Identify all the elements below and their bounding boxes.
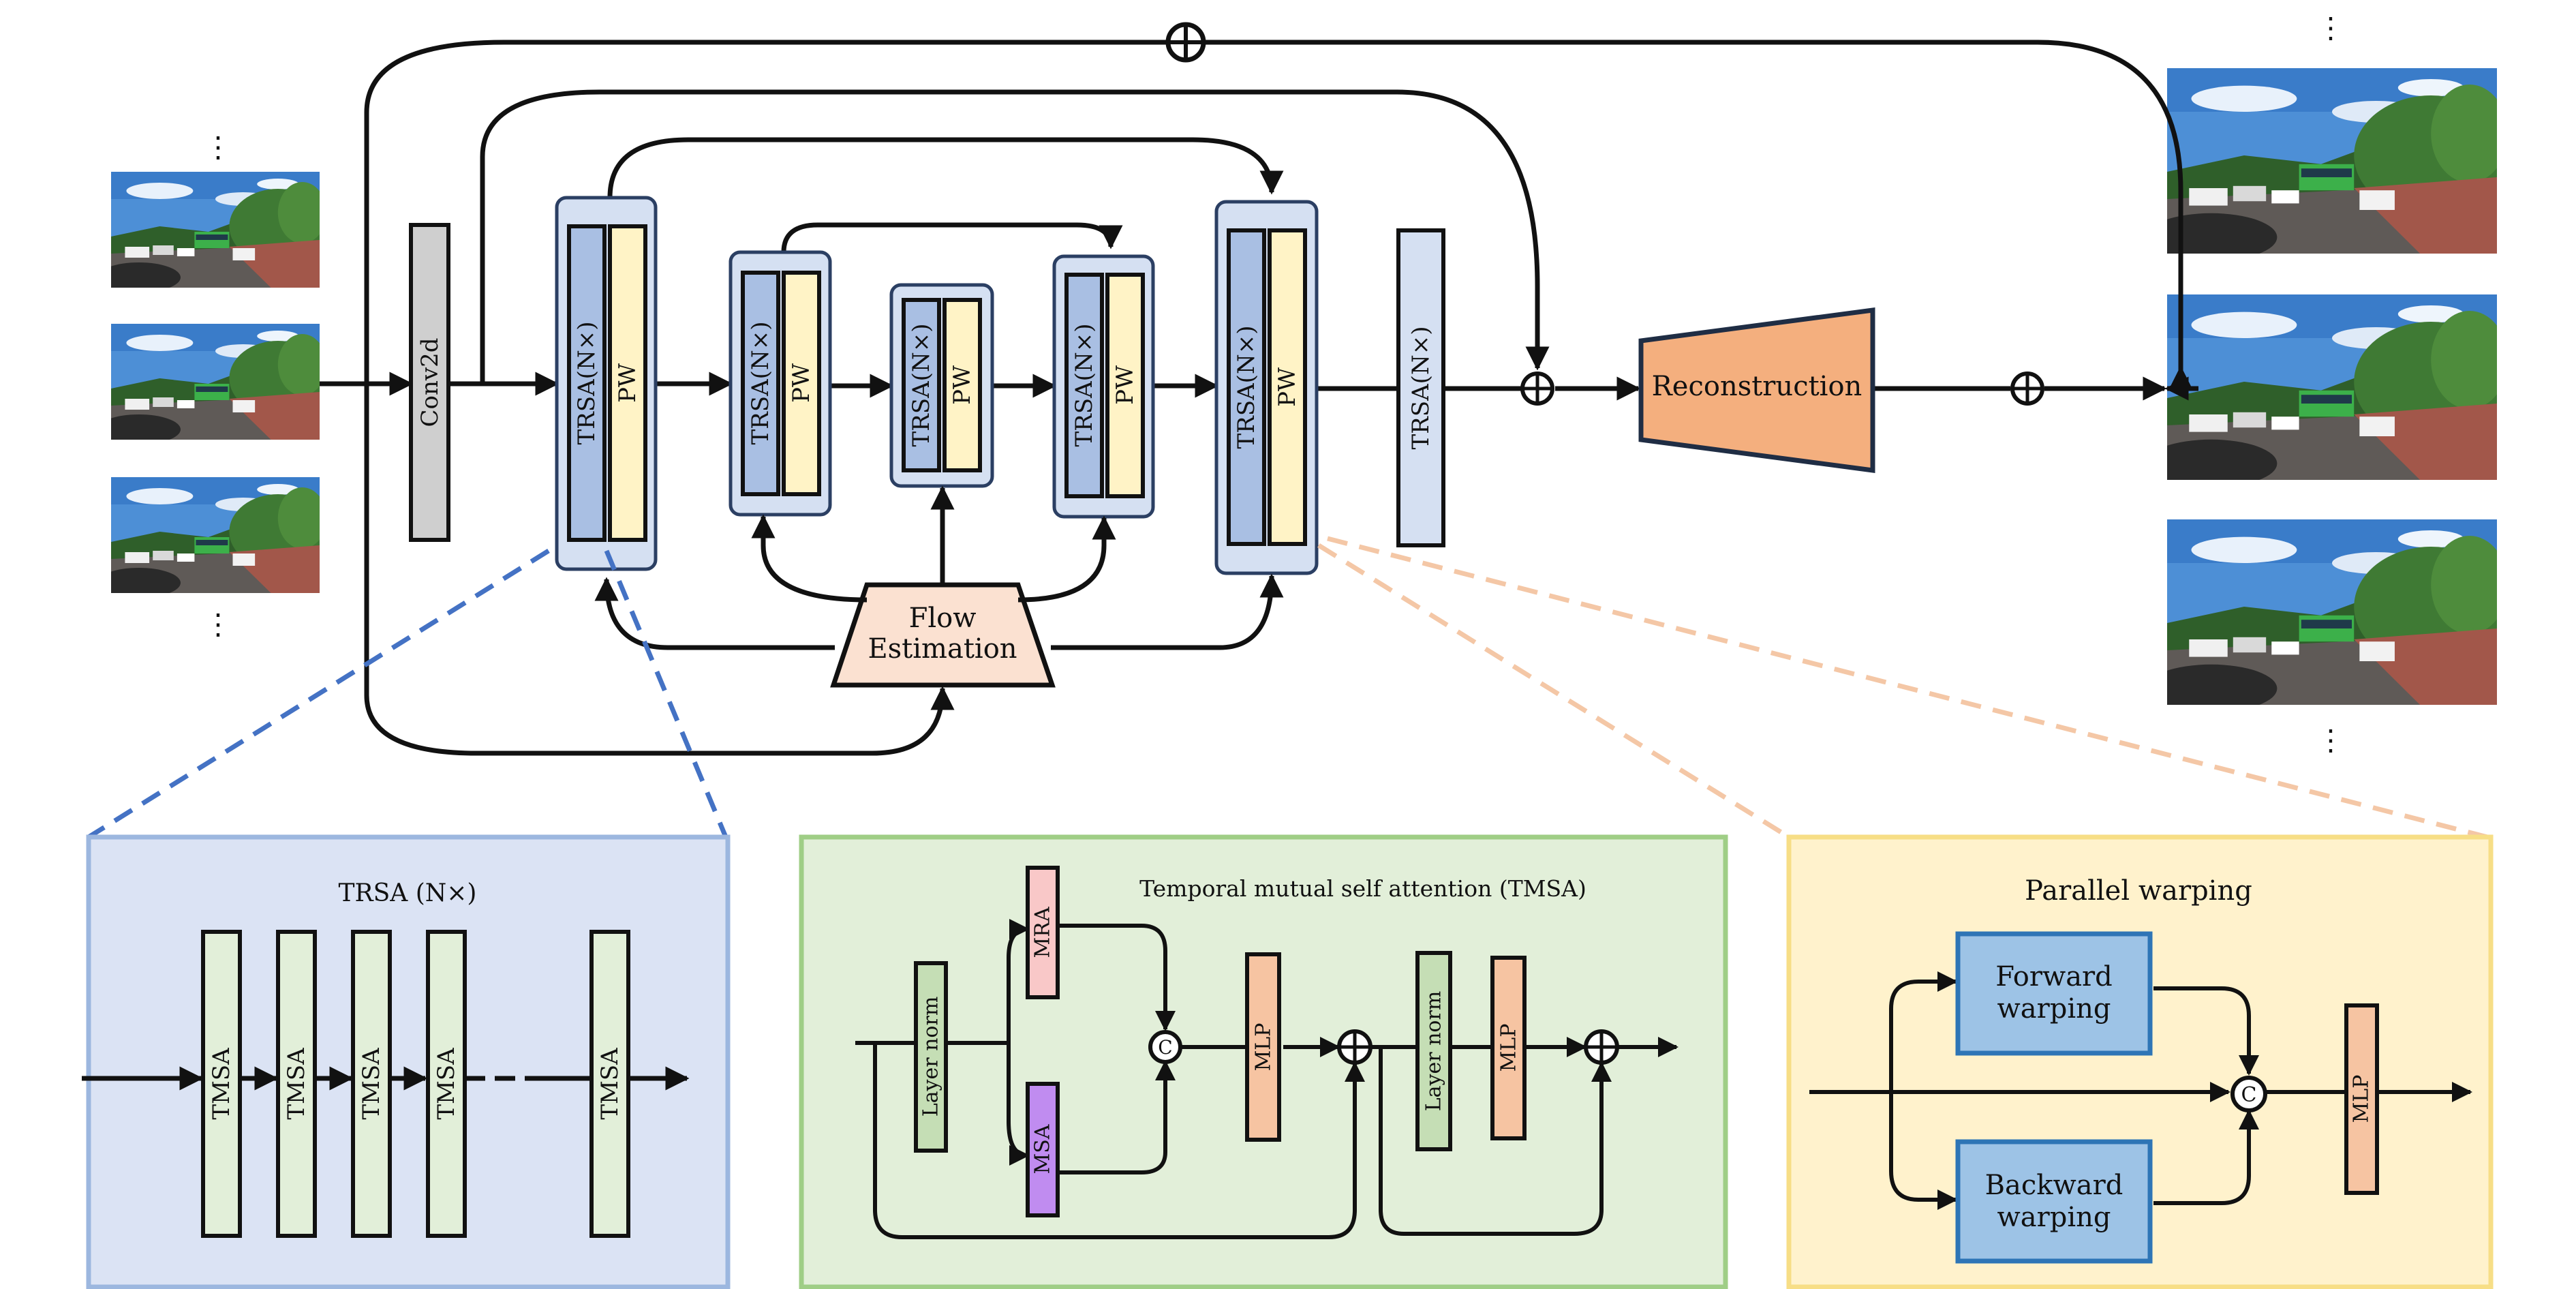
input-ellipsis-top: ⋮: [204, 130, 232, 164]
feature-skip-arc: [480, 89, 1550, 382]
output-frame-1: [2167, 68, 2497, 254]
panel-parallel-warping: Parallel warping Forward warping Backwar…: [1786, 834, 2494, 1289]
pw-label-2: PW: [788, 363, 815, 403]
panel-tmsa: Temporal mutual self attention (TMSA) La…: [799, 834, 1728, 1289]
trsa-label-1: TRSA(N×): [573, 322, 600, 445]
tmsa-block-1: TMSA: [201, 930, 242, 1238]
sum-node-tmsa-1: [1337, 1029, 1373, 1065]
mra-label: MRA: [1031, 907, 1055, 958]
reconstruction-block: Reconstruction: [1638, 307, 1875, 473]
msa-label: MSA: [1031, 1124, 1055, 1174]
conv2d-label: Conv2d: [416, 338, 444, 427]
panel-pw-title: Parallel warping: [2025, 875, 2252, 907]
tmsa-block-2: TMSA: [276, 930, 317, 1238]
output-frame-3: [2167, 519, 2497, 705]
trsa-label-3: TRSA(N×): [908, 324, 935, 447]
output-frame-2: [2167, 294, 2497, 480]
msa-block: MSA: [1026, 1082, 1060, 1217]
trsa-stage-1: TRSA(N×) PW: [555, 196, 658, 571]
main-flow-arrows: [320, 371, 2198, 401]
trsa-final-block: TRSA(N×): [1396, 228, 1445, 547]
trsa-stage-2: TRSA(N×) PW: [729, 250, 832, 517]
pw-label-1: PW: [614, 363, 641, 403]
layer-norm-label-1: Layer norm: [919, 997, 943, 1117]
input-frames: ⋮ ⋮: [111, 130, 320, 641]
pw-label-3: PW: [949, 365, 976, 405]
trsa-stage-5: TRSA(N×) PW: [1214, 200, 1319, 575]
tmsa-block-n: TMSA: [589, 930, 630, 1238]
sum-node-tmsa-2: [1584, 1029, 1619, 1065]
concat-label-tmsa: C: [1158, 1036, 1172, 1059]
flow-estimation-line-1: Flow: [909, 603, 977, 634]
trsa-label-2: TRSA(N×): [747, 322, 774, 445]
tmsa-label-1: TMSA: [208, 1048, 235, 1120]
flow-arrows: [594, 485, 1284, 650]
backward-warping-line-1: Backward: [1985, 1170, 2123, 1201]
trsa-label-5: TRSA(N×): [1233, 326, 1260, 449]
backward-warping-block: Backward warping: [1955, 1139, 2153, 1264]
forward-warping-block: Forward warping: [1955, 931, 2153, 1056]
top-sum-node: [1165, 22, 1206, 63]
input-ellipsis-bottom: ⋮: [204, 607, 232, 641]
global-residual-arc: [364, 40, 2183, 385]
panel-tmsa-title: Temporal mutual self attention (TMSA): [1139, 875, 1586, 902]
output-sum-node: [2010, 371, 2044, 406]
input-frame-3: [111, 477, 320, 593]
mlp-block-pw: MLP: [2344, 1003, 2379, 1195]
mlp-label-1: MLP: [1252, 1023, 1276, 1072]
mlp-block-2: MLP: [1490, 956, 1527, 1140]
flow-estimation-line-2: Estimation: [868, 633, 1017, 665]
layer-norm-label-2: Layer norm: [1422, 991, 1446, 1112]
stage-skip-arc: [607, 137, 1284, 198]
output-ellipsis-bottom: ⋮: [2316, 723, 2345, 757]
flow-estimation-block: Flow Estimation: [830, 582, 1056, 688]
tmsa-block-4: TMSA: [426, 930, 467, 1238]
zoom-guides: [87, 536, 2488, 840]
mlp-label-pw: MLP: [2350, 1075, 2374, 1123]
trsa-label-4: TRSA(N×): [1071, 324, 1098, 447]
tmsa-label-4: TMSA: [433, 1048, 460, 1120]
trsa-stage-4: TRSA(N×) PW: [1052, 254, 1155, 519]
mra-block: MRA: [1026, 866, 1060, 999]
reconstruction-label: Reconstruction: [1652, 371, 1862, 402]
layer-norm-block-2: Layer norm: [1415, 951, 1452, 1151]
global-residual-into-sum: [2027, 361, 2181, 372]
backward-warping-line-2: warping: [1997, 1202, 2111, 1233]
tmsa-label-n: TMSA: [596, 1048, 624, 1120]
feature-sum-node: [1520, 371, 1554, 406]
trsa-final-label: TRSA(N×): [1407, 327, 1435, 450]
tmsa-label-2: TMSA: [283, 1048, 310, 1120]
conv2d-block: Conv2d: [409, 223, 450, 542]
mlp-label-2: MLP: [1497, 1024, 1521, 1072]
output-frames: ⋮ ⋮: [2167, 11, 2497, 757]
trsa-stage-3: TRSA(N×) PW: [889, 283, 994, 488]
pw-label-4: PW: [1111, 365, 1139, 405]
tmsa-label-3: TMSA: [358, 1048, 385, 1120]
forward-warping-line-1: Forward: [1995, 961, 2113, 992]
panel-trsa-title: TRSA (N×): [339, 879, 477, 907]
output-ellipsis-top: ⋮: [2316, 11, 2345, 44]
tmsa-block-3: TMSA: [351, 930, 392, 1238]
mlp-block-1: MLP: [1245, 952, 1281, 1142]
inner-skip-arc: [781, 222, 1123, 253]
panel-trsa: TRSA (N×) TMSA TMSA TMSA TMSA T: [82, 834, 731, 1289]
concat-node-pw: C: [2230, 1076, 2267, 1112]
skip-connections: [364, 40, 2193, 756]
concat-node-tmsa: C: [1148, 1030, 1182, 1064]
concat-label-pw: C: [2241, 1083, 2257, 1107]
layer-norm-block-1: Layer norm: [914, 961, 948, 1153]
forward-warping-line-2: warping: [1997, 993, 2111, 1025]
pw-label-5: PW: [1274, 367, 1301, 407]
input-frame-1: [111, 172, 320, 288]
input-frame-2: [111, 324, 320, 440]
bottom-flow-loop: [364, 382, 955, 756]
